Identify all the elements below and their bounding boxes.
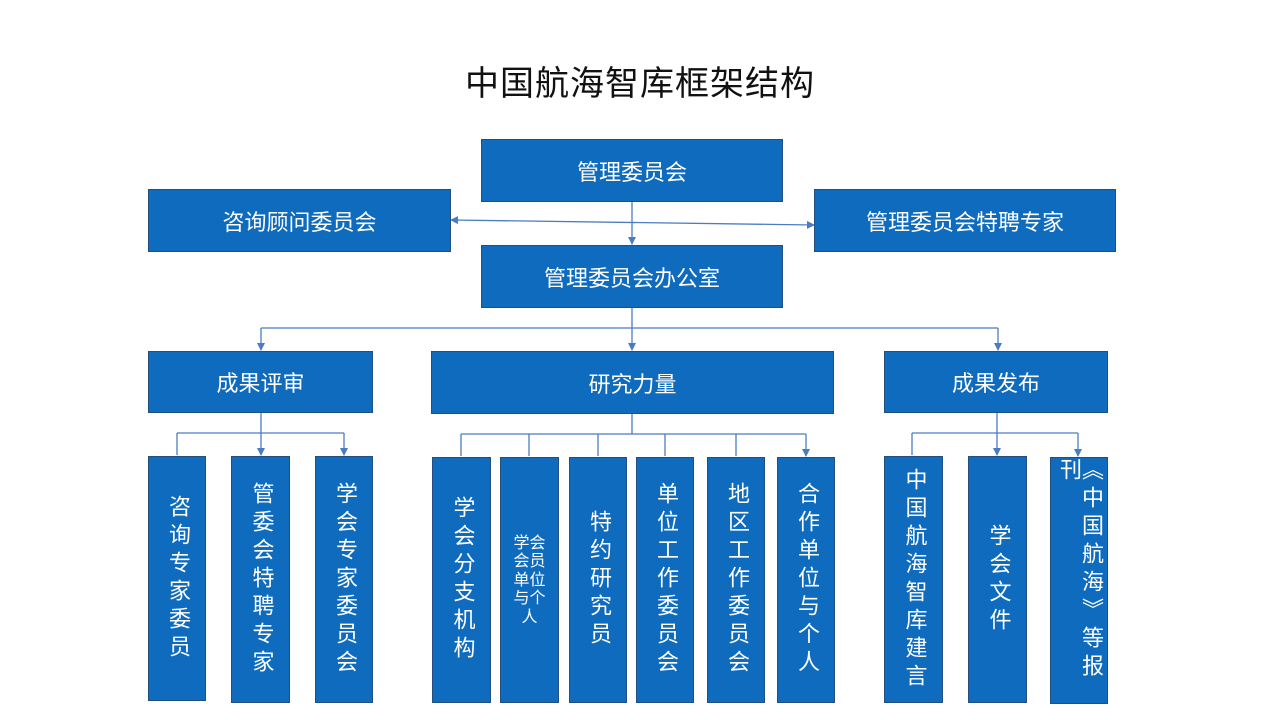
- leaf-unit-committees: 单位工作委员会: [636, 457, 694, 703]
- management-committee-box: 管理委员会: [481, 139, 783, 202]
- leaf-label: 学会会员单位与个人: [513, 533, 546, 626]
- leaf-society-expert-committee: 学会专家委员会: [315, 456, 373, 703]
- leaf-label: 单位工作委员会: [653, 482, 678, 678]
- leaf-label: 管委会特聘专家: [248, 481, 274, 678]
- consult-committee-box: 咨询顾问委员会: [148, 189, 451, 252]
- leaf-label: 学会文件: [985, 523, 1011, 636]
- leaf-label: 合作单位与个人: [794, 482, 819, 678]
- leaf-label: 学会专家委员会: [332, 481, 357, 678]
- leaf-think-tank-advice: 中国航海智库建言: [884, 456, 943, 703]
- research-box: 研究力量: [431, 351, 834, 414]
- line-consult-experts: [450, 216, 815, 229]
- leaf-label: 地区工作委员会: [724, 482, 749, 678]
- leaf-label: 《中国航海》等报刊: [1056, 458, 1103, 682]
- leaf-label: 中国航海智库建言: [901, 467, 927, 692]
- leaf-member-units: 学会会员单位与个人: [500, 457, 559, 703]
- leaf-label: 咨询专家委员: [165, 494, 190, 663]
- leaf-branches: 学会分支机构: [432, 457, 491, 703]
- office-box: 管理委员会办公室: [481, 245, 783, 308]
- review-box: 成果评审: [148, 351, 373, 413]
- leaf-special-researchers: 特约研究员: [569, 457, 627, 703]
- leaf-special-experts: 管委会特聘专家: [231, 456, 290, 703]
- special-experts-box: 管理委员会特聘专家: [814, 189, 1116, 252]
- leaf-partners: 合作单位与个人: [777, 457, 835, 703]
- leaf-label: 学会分支机构: [449, 496, 475, 664]
- leaf-regional-committees: 地区工作委员会: [707, 457, 765, 703]
- publish-box: 成果发布: [884, 351, 1108, 413]
- leaf-journals: 《中国航海》等报刊: [1050, 457, 1108, 704]
- page-title: 中国航海智库框架结构: [465, 64, 815, 104]
- leaf-label: 特约研究员: [586, 510, 611, 650]
- leaf-consult-experts: 咨询专家委员: [148, 456, 206, 701]
- leaf-society-documents: 学会文件: [968, 456, 1027, 703]
